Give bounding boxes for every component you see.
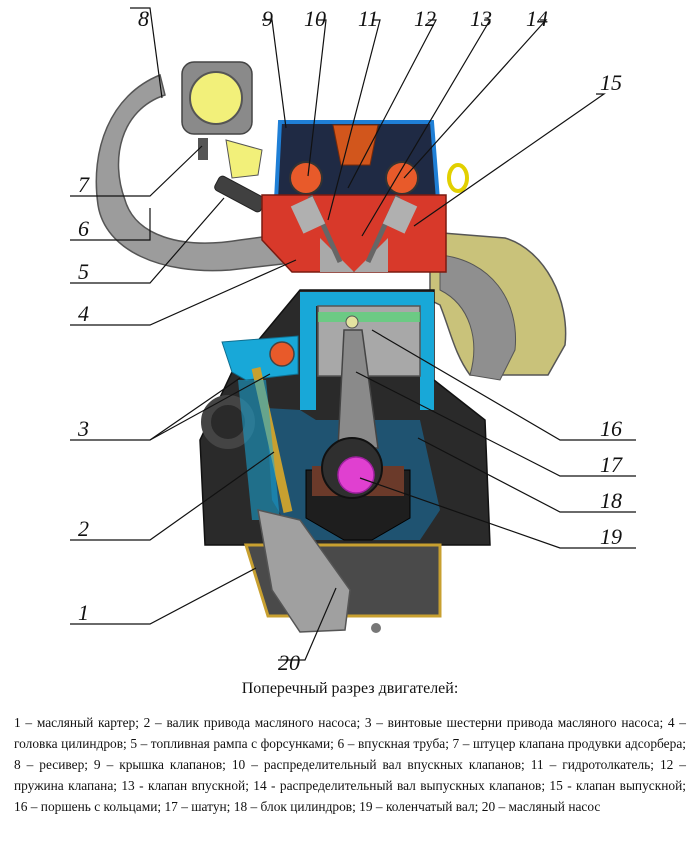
dipstick-handle — [447, 163, 469, 193]
valve-spring-right — [382, 196, 418, 234]
water-jacket — [300, 292, 434, 410]
oil-pump-bolt — [371, 623, 381, 633]
label-3: 3 — [77, 416, 89, 441]
connecting-rod — [337, 329, 379, 449]
label-12: 12 — [414, 6, 436, 31]
intake-camshaft — [289, 161, 323, 195]
label-14: 14 — [526, 6, 548, 31]
label-6: 6 — [78, 216, 89, 241]
exhaust-pipe — [439, 254, 517, 381]
piston-rings — [318, 312, 420, 322]
throttle-disc — [189, 71, 243, 125]
label-4: 4 — [78, 301, 89, 326]
label-9: 9 — [262, 6, 273, 31]
label-18: 18 — [600, 488, 622, 513]
label-16: 16 — [600, 416, 622, 441]
label-2: 2 — [78, 516, 89, 541]
cylinder-head — [261, 194, 447, 273]
engine-drawing — [95, 61, 567, 633]
label-7: 7 — [78, 172, 90, 197]
parts-legend: 1 – масляный картер; 2 – валик привода м… — [14, 715, 686, 814]
bracket — [225, 139, 263, 179]
leader-lines — [70, 7, 636, 661]
fuel-rail — [214, 175, 266, 213]
oil-channel — [238, 380, 280, 520]
piston-pin — [345, 315, 359, 329]
part-numbers: 1 2 3 4 5 6 7 8 9 10 11 12 13 14 15 16 1… — [77, 6, 623, 675]
engine-cross-section-diagram: 1 2 3 4 5 6 7 8 9 10 11 12 13 14 15 16 1… — [70, 6, 636, 675]
oil-pump — [257, 509, 351, 633]
label-17: 17 — [600, 452, 623, 477]
helical-gear — [269, 341, 295, 367]
label-10: 10 — [304, 6, 326, 31]
label-1: 1 — [78, 600, 89, 625]
label-5: 5 — [78, 259, 89, 284]
label-8: 8 — [138, 6, 149, 31]
label-15: 15 — [600, 70, 622, 95]
crank-pin — [337, 456, 375, 494]
diagram-caption: Поперечный разрез двигателей: — [241, 680, 459, 697]
exhaust-camshaft — [385, 161, 419, 195]
label-20: 20 — [278, 650, 300, 675]
label-19: 19 — [600, 524, 622, 549]
oil-filler-cap — [332, 124, 379, 166]
valve-spring-left — [290, 196, 326, 234]
label-13: 13 — [470, 6, 492, 31]
combustion-chamber — [320, 238, 388, 272]
label-11: 11 — [358, 6, 378, 31]
purge-valve-fitting — [198, 138, 208, 160]
